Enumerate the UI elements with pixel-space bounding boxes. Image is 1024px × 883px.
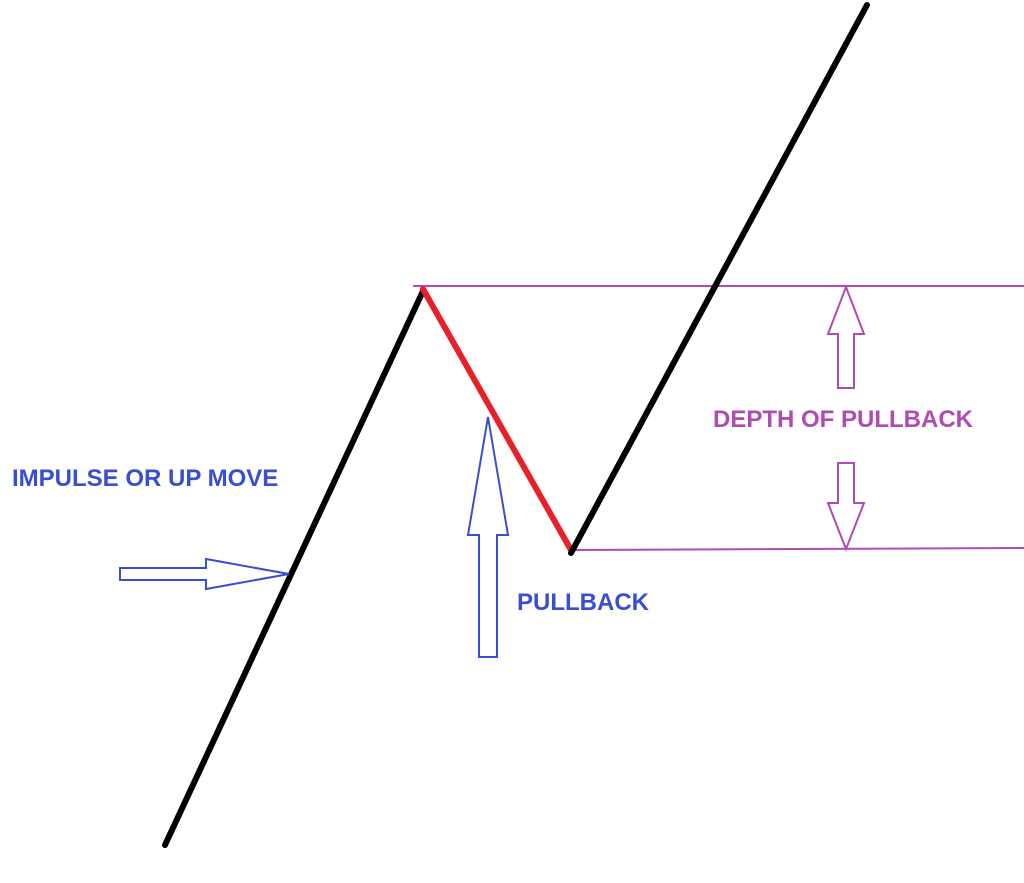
arrow-down-outline-icon	[826, 462, 866, 552]
impulse-label: IMPULSE OR UP MOVE	[12, 465, 279, 492]
pullback-leg-line	[420, 286, 574, 553]
depth-of-pullback-label: DEPTH OF PULLBACK	[713, 406, 973, 433]
impulse-leg-line	[162, 288, 426, 848]
arrow-up-outline-icon	[466, 416, 510, 658]
pullback-bottom-reference-line	[567, 547, 1024, 551]
pullback-label: PULLBACK	[517, 589, 649, 616]
arrow-right-outline-icon	[119, 557, 290, 591]
arrow-up-outline-icon	[826, 284, 866, 389]
continuation-leg-line	[568, 2, 870, 556]
